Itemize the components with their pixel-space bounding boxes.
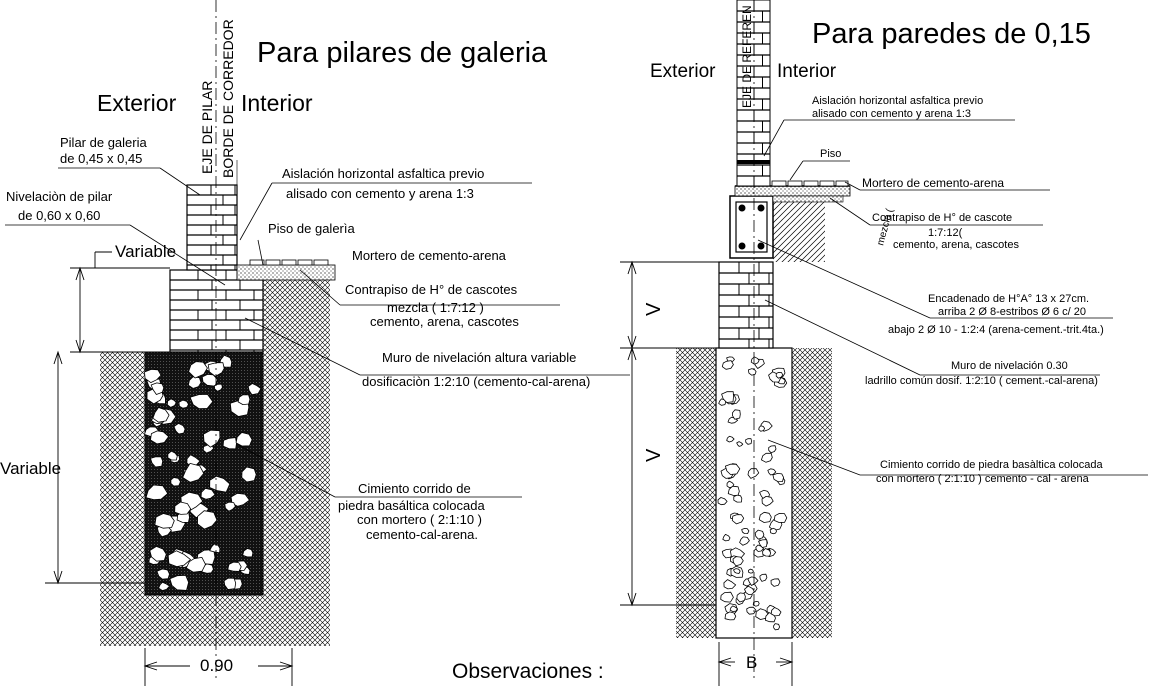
left-interior-label: Interior — [241, 90, 313, 116]
left-dimension-090: 0.90 — [200, 656, 233, 675]
left-nivelacion-label-1: Nivelaciòn de pilar — [6, 189, 113, 204]
right-leveling-wall — [718, 261, 774, 349]
right-contrapiso — [734, 185, 851, 197]
left-soil-right — [263, 280, 330, 646]
right-leaders — [757, 119, 1148, 476]
left-piso-label: Piso de galerìa — [268, 221, 355, 236]
left-detail — [5, 0, 630, 686]
right-leveling-bricks — [719, 262, 773, 348]
left-leaders — [5, 167, 630, 498]
right-foundation-stones — [717, 356, 788, 631]
right-soil-right — [792, 348, 832, 638]
left-floor-tiles — [249, 259, 329, 266]
right-detail — [620, 0, 1148, 686]
right-soil-left — [676, 348, 716, 638]
right-muro-label-2: ladrillo común dosif. 1:2:10 ( cement.-c… — [865, 375, 1098, 387]
right-floor-tiles — [771, 180, 849, 187]
right-tie-beam — [729, 195, 774, 259]
right-aislacion-label-1: Aislación horizontal asfaltica previo — [812, 95, 983, 107]
right-encadenado-label-1: Encadenado de H°A° 13 x 27cm. — [928, 293, 1089, 305]
right-beam-stirrup — [735, 201, 768, 253]
right-interior-label: Interior — [777, 61, 837, 82]
left-pillar-bricks — [187, 185, 237, 270]
right-contrapiso-label-3: cemento, arena, cascotes — [893, 239, 1019, 251]
left-pilar-label-2: de 0,45 x 0,45 — [60, 151, 142, 166]
left-axis-label-corridor: BORDE DE CORREDOR — [220, 19, 236, 178]
left-mortero-label: Mortero de cemento-arena — [352, 248, 507, 263]
right-aislacion-label-2: alisado con cemento y arena 1:3 — [812, 108, 971, 120]
left-cimiento-label-4: cemento-cal-arena. — [366, 527, 478, 542]
left-aislacion-label-2: alisado con cemento y arena 1:3 — [286, 186, 474, 201]
left-soil-bottom — [100, 595, 330, 646]
right-rebars — [738, 204, 765, 250]
right-dimensions — [620, 260, 794, 686]
left-muro-label-1: Muro de nivelación altura variable — [382, 350, 576, 365]
left-nivelacion-label-2: de 0,60 x 0,60 — [18, 208, 100, 223]
right-title: Para paredes de 0,15 — [812, 18, 1091, 50]
left-variable-top-label: Variable — [115, 242, 176, 261]
right-upper-hatch — [773, 202, 825, 262]
left-foundation-stones — [144, 354, 262, 591]
right-v-lower: V — [643, 448, 665, 462]
right-v-upper: V — [643, 302, 665, 316]
left-dimensions — [45, 251, 294, 686]
right-axis-label: EJE DE REFEREN — [740, 5, 754, 108]
right-muro-label-1: Muro de nivelación 0.30 — [951, 360, 1068, 372]
right-contrapiso-lower — [772, 195, 844, 203]
left-cimiento-label-3: con mortero ( 2:1:10 ) — [357, 512, 482, 527]
right-contrapiso-label-2: 1:7:12( — [928, 227, 963, 239]
left-title: Para pilares de galeria — [257, 37, 548, 69]
left-contrapiso-label-1: Contrapiso de H° de cascotes — [345, 282, 518, 297]
left-cimiento-label-1: Cimiento corrido de — [358, 481, 471, 496]
left-contrapiso-label-2: mezcla ( 1:7:12 ) — [387, 300, 484, 315]
left-leveling-wall — [169, 269, 264, 353]
right-cimiento-label-2: con mortero ( 2:1:10 ) cemento - cal - a… — [876, 473, 1090, 485]
left-cimiento-label-2: piedra basáltica colocada — [338, 498, 485, 513]
right-exterior-label: Exterior — [650, 61, 716, 82]
right-mortero-label: Mortero de cemento-arena — [862, 176, 1004, 190]
left-aislacion-label-1: Aislación horizontal asfaltica previo — [282, 166, 484, 181]
right-contrapiso-label-1: Contrapiso de H° de cascote — [872, 212, 1012, 224]
left-contrapiso-label-3: cemento, arena, cascotes — [370, 314, 519, 329]
right-dimension-b: B — [746, 653, 757, 672]
left-axis-label-pillar: EJE DE PILAR — [199, 81, 215, 174]
right-encadenado-label-3: abajo 2 Ø 10 - 1:2:4 (arena-cement.-trit… — [888, 324, 1104, 336]
left-variable-side-label: Variable — [0, 459, 61, 478]
right-encadenado-label-2: arriba 2 Ø 8-estribos Ø 6 c/ 20 — [938, 306, 1086, 318]
left-muro-label-2: dosificaciòn 1:2:10 (cemento-cal-arena) — [362, 374, 590, 389]
left-pilar-label-1: Pilar de galeria — [60, 135, 147, 150]
right-cimiento-label-1: Cimiento corrido de piedra basàltica col… — [880, 459, 1103, 471]
right-piso-label: Piso — [820, 148, 841, 160]
left-pillar — [186, 184, 238, 271]
left-exterior-label: Exterior — [97, 90, 177, 116]
left-contrapiso — [236, 264, 336, 281]
observaciones-label: Observaciones : — [452, 660, 604, 683]
